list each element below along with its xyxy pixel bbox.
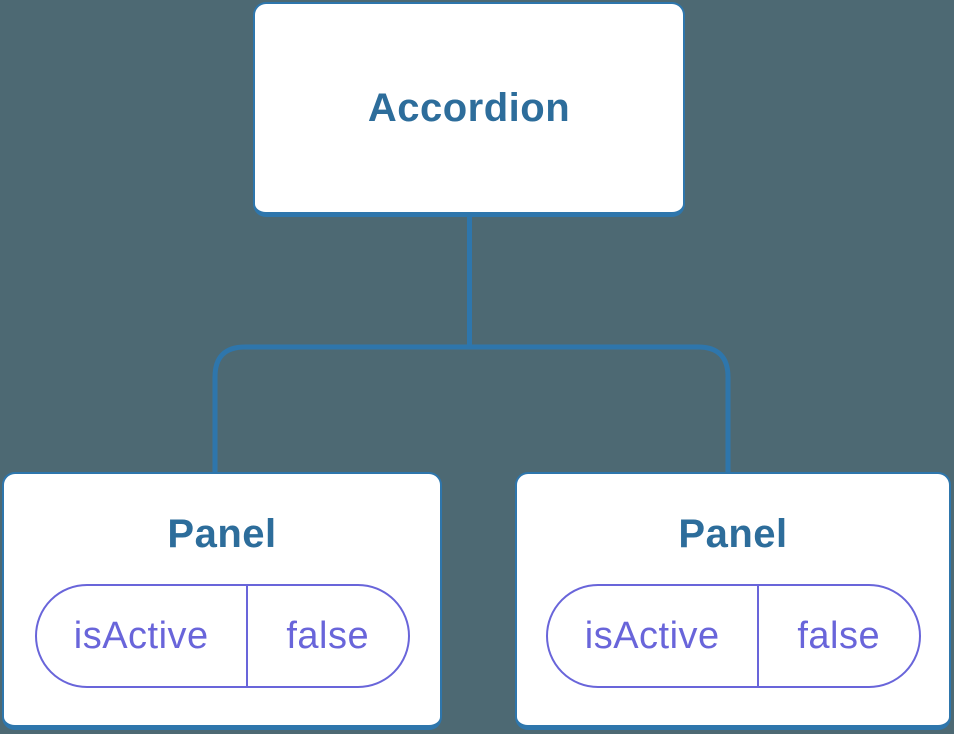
state-name-2: isActive	[548, 586, 759, 686]
state-value-2: false	[797, 614, 881, 657]
component-node-panel-2: Panel isActive false	[515, 472, 951, 730]
component-label-panel-1: Panel	[167, 512, 277, 556]
state-name-1: isActive	[37, 586, 248, 686]
state-pill-2: isActive false	[545, 584, 921, 688]
component-node-panel-1: Panel isActive false	[2, 472, 442, 730]
connector-bracket	[212, 344, 731, 474]
component-label-accordion: Accordion	[367, 85, 571, 130]
state-pill-1: isActive false	[34, 584, 410, 688]
component-node-accordion: Accordion	[253, 2, 685, 217]
state-value-1: false	[286, 614, 370, 657]
component-label-panel-2: Panel	[678, 512, 788, 556]
